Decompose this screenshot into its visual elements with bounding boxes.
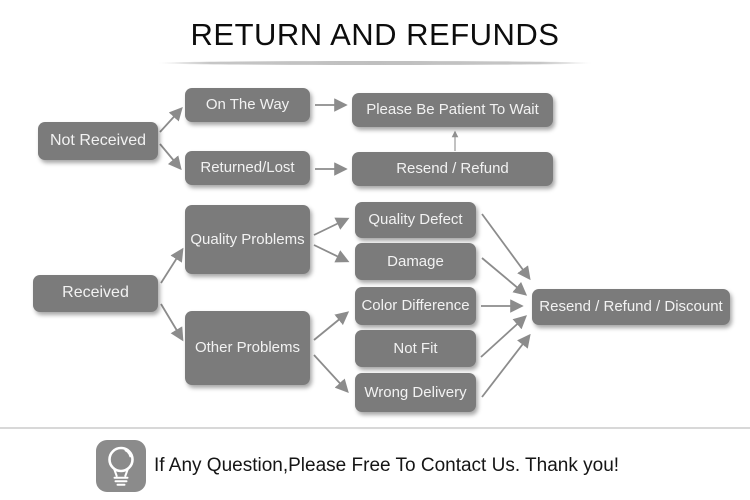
light-bulb-icon (96, 440, 146, 492)
node-not-received: Not Received (38, 122, 158, 160)
contact-message: If Any Question,Please Free To Contact U… (154, 455, 620, 476)
node-wrong-delivery: Wrong Delivery (355, 373, 476, 412)
arrow-notfit-final (480, 315, 527, 358)
node-other-problems: Other Problems (185, 311, 310, 385)
arrow-wrongdelivery-final (481, 333, 531, 398)
node-not-fit: Not Fit (355, 330, 476, 367)
node-please-be-patient: Please Be Patient To Wait (352, 93, 553, 127)
node-quality-defect: Quality Defect (355, 202, 476, 238)
node-received: Received (33, 275, 158, 312)
arrow-damage-final (481, 257, 528, 296)
arrow-qualitydefect-final (481, 213, 531, 281)
footer-divider (0, 427, 750, 429)
node-damage: Damage (355, 243, 476, 280)
node-resend-refund-discount: Resend / Refund / Discount (532, 289, 730, 325)
node-resend-refund: Resend / Refund (352, 152, 553, 186)
arrow-received-qualityproblems (160, 247, 184, 284)
arrow-notreceived-ontheway (159, 107, 183, 133)
arrow-otherproblems-colordifference (313, 311, 350, 341)
arrow-notreceived-returnedlost (159, 143, 182, 171)
arrow-qualityproblems-qualitydefect (313, 217, 350, 236)
title-underline (158, 61, 592, 65)
node-color-difference: Color Difference (355, 287, 476, 325)
node-quality-problems: Quality Problems (185, 205, 310, 274)
arrow-received-otherproblems (160, 303, 184, 342)
arrow-qualityproblems-damage (313, 244, 350, 263)
node-on-the-way: On The Way (185, 88, 310, 122)
node-returned-lost: Returned/Lost (185, 151, 310, 185)
page-title: RETURN AND REFUNDS (190, 17, 560, 52)
arrow-otherproblems-wrongdelivery (313, 354, 349, 393)
